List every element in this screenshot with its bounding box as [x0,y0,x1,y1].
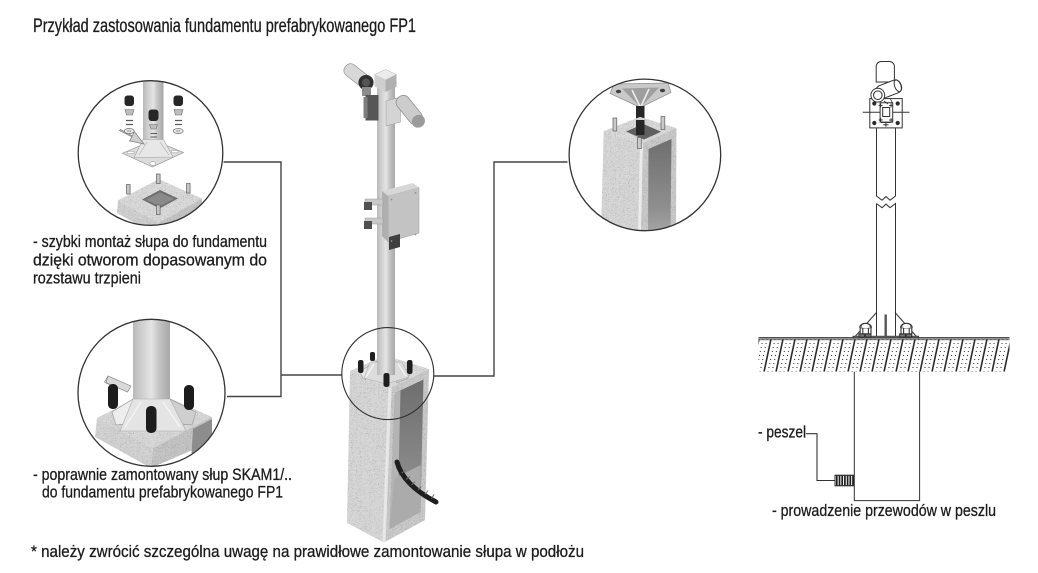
svg-text:- szybki montaż słupa do funda: - szybki montaż słupa do fundamentu [33,233,267,251]
svg-text:- prowadzenie przewodów w pesz: - prowadzenie przewodów w peszlu [772,502,996,520]
svg-text:- peszel: - peszel [758,424,806,442]
svg-text:do fundamentu prefabrykowanego: do fundamentu prefabrykowanego FP1 [42,484,283,502]
svg-text:dzięki otworom dopasowanym do: dzięki otworom dopasowanym do [33,251,267,269]
svg-text:- poprawnie zamontowany słup S: - poprawnie zamontowany słup SKAM1/.. [33,466,292,484]
svg-text:Przykład zastosowania fundamen: Przykład zastosowania fundamentu prefabr… [33,16,416,37]
svg-text:rozstawu trzpieni: rozstawu trzpieni [33,270,141,288]
svg-text:* należy zwrócić szczególna uw: * należy zwrócić szczególna uwagę na pra… [31,543,584,561]
